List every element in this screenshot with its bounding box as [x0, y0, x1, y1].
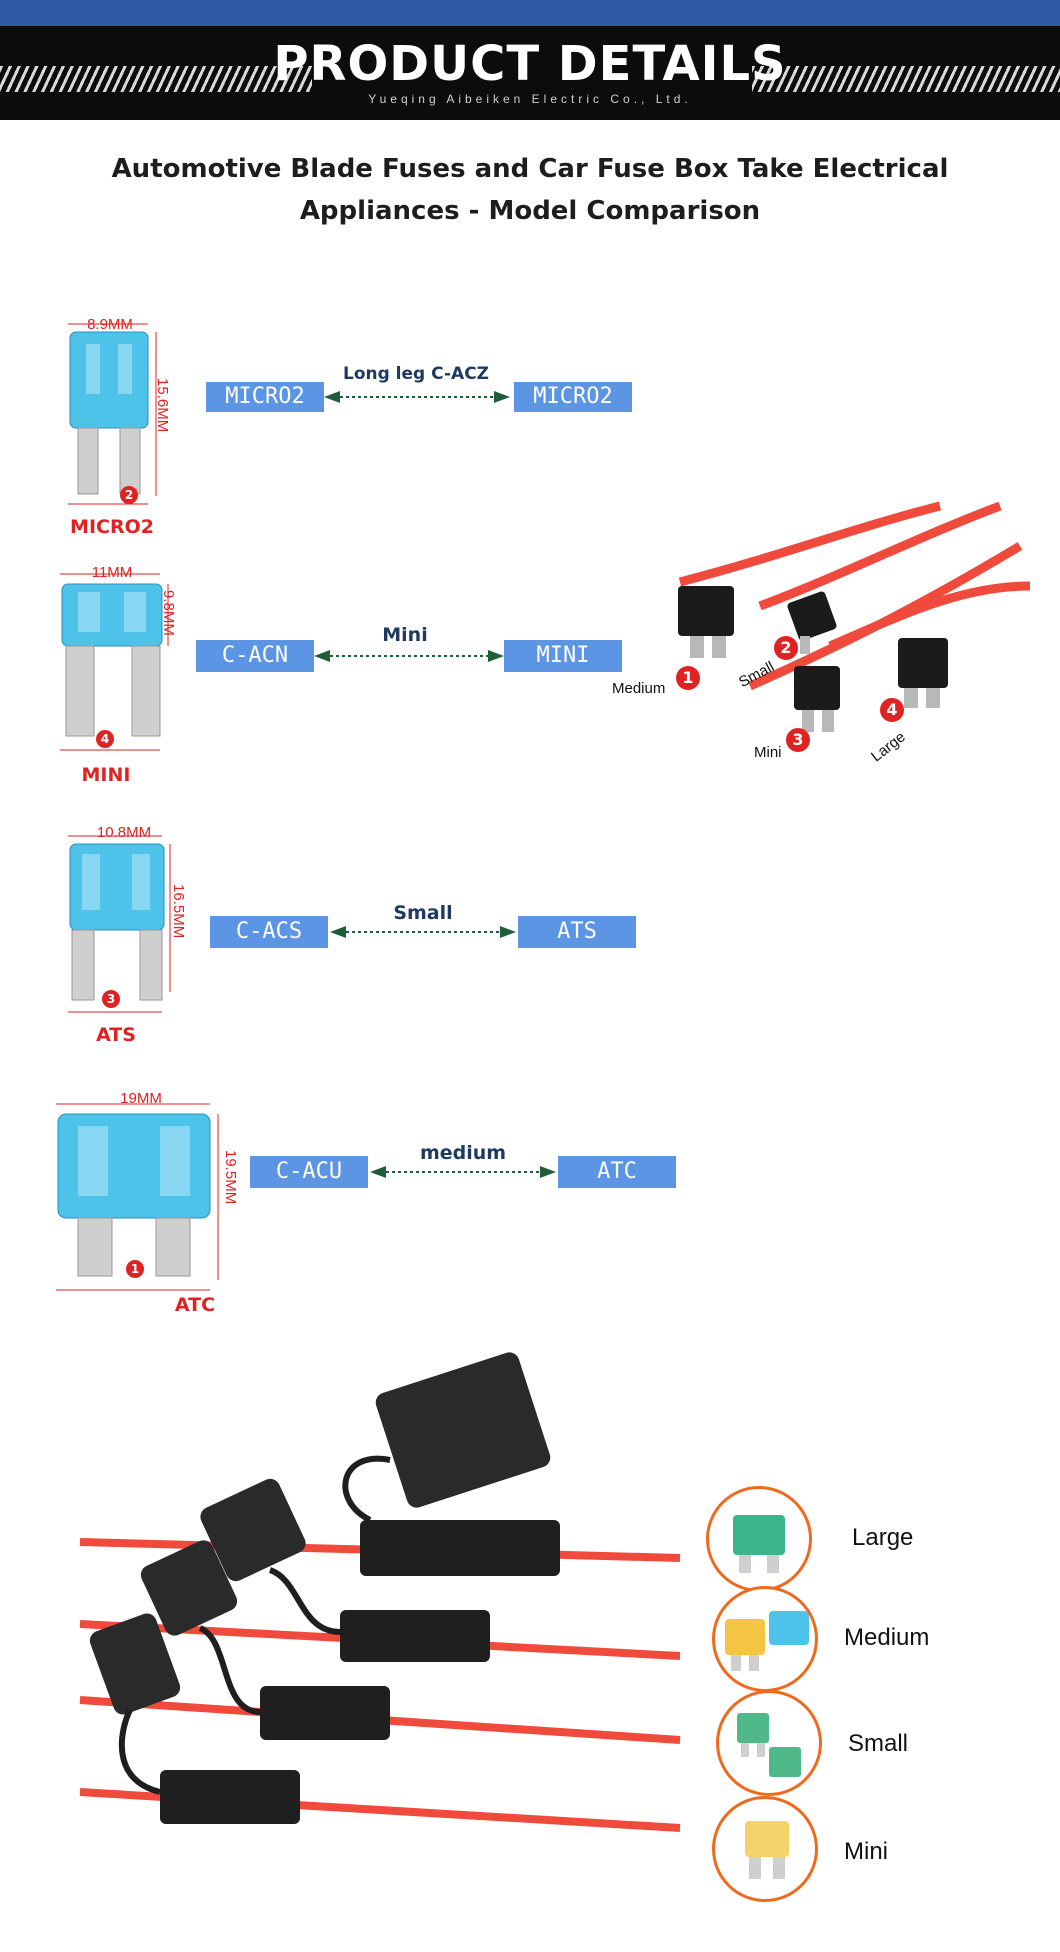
micro2-fuse-name: MICRO2 — [70, 516, 154, 538]
page-title-line-1: Automotive Blade Fuses and Car Fuse Box … — [111, 154, 949, 184]
micro2-height-dim: 15.6MM — [154, 378, 171, 433]
large-fuse-icon — [733, 1515, 785, 1573]
page-title-line-2: Appliances - Model Comparison — [299, 196, 761, 226]
atc-width-dim: 19MM — [120, 1090, 162, 1107]
ats-width-dim: 10.8MM — [96, 824, 152, 841]
adapters-illustration — [678, 501, 1031, 732]
mini-right-box: MINI — [504, 640, 622, 672]
ats-double-arrow — [330, 926, 516, 938]
micro2-connector-label: Long leg C-ACZ — [342, 364, 490, 384]
atc-fuse-drawing — [56, 1103, 219, 1291]
mini-fuse-name: MINI — [81, 764, 131, 786]
adapter-number-3: 3 — [786, 728, 810, 752]
ats-right-box: ATS — [518, 916, 636, 948]
holder-type-small-label: Small — [848, 1730, 909, 1757]
mini-height-dim: 9.8MM — [160, 590, 177, 636]
atc-right-box: ATC — [558, 1156, 676, 1188]
holder-type-large-circle — [706, 1486, 812, 1592]
mini-connector-label: Mini — [382, 624, 428, 646]
micro2-left-box: MICRO2 — [206, 382, 324, 412]
ats-number-badge: 3 — [102, 990, 120, 1008]
adapter-label-medium: Medium — [612, 680, 666, 697]
atc-connector-label: medium — [419, 1142, 507, 1164]
ats-connector-label: Small — [393, 902, 453, 924]
atc-height-dim: 19.5MM — [222, 1150, 239, 1205]
ats-height-dim: 16.5MM — [170, 884, 187, 939]
adapter-number-1: 1 — [676, 666, 700, 690]
micro2-width-dim: 8.9MM — [87, 316, 133, 333]
ats-left-box: C-ACS — [210, 916, 328, 948]
adapter-number-2: 2 — [774, 636, 798, 660]
ats-fuse-drawing — [68, 835, 171, 1013]
waterproof-fuse-holders-illustration — [79, 1352, 681, 1832]
holder-type-mini-circle — [712, 1796, 818, 1902]
holder-type-mini-label: Mini — [844, 1838, 889, 1865]
mini-width-dim: 11MM — [91, 564, 133, 581]
mini-left-box: C-ACN — [196, 640, 314, 672]
banner-subtitle: Yueqing Aibeiken Electric Co., Ltd. — [368, 92, 692, 106]
holder-type-large-label: Large — [852, 1524, 914, 1551]
micro2-double-arrow — [324, 391, 510, 403]
adapter-number-4: 4 — [880, 698, 904, 722]
atc-double-arrow — [370, 1166, 556, 1178]
micro2-number-badge: 2 — [120, 486, 138, 504]
mini-fuse-icon — [745, 1821, 789, 1879]
mini-number-badge: 4 — [96, 730, 114, 748]
banner-hatch-right — [752, 66, 1060, 92]
medium-fuse-icon — [725, 1611, 809, 1671]
atc-fuse-name: ATC — [174, 1294, 216, 1316]
banner-title: PRODUCT DETAILS — [273, 36, 787, 92]
ats-fuse-name: ATS — [96, 1024, 136, 1046]
atc-left-box: C-ACU — [250, 1156, 368, 1188]
micro2-right-box: MICRO2 — [514, 382, 632, 412]
holder-type-medium-circle — [712, 1586, 818, 1692]
adapter-label-mini: Mini — [754, 744, 782, 761]
small-fuse-icon — [737, 1713, 801, 1777]
mini-double-arrow — [314, 650, 504, 662]
banner-hatch-left — [0, 66, 312, 92]
holder-type-small-circle — [716, 1690, 822, 1796]
mini-fuse-drawing — [60, 573, 169, 751]
holder-type-medium-label: Medium — [844, 1624, 930, 1651]
top-blue-strip — [0, 0, 1060, 26]
micro2-fuse-drawing — [68, 323, 157, 505]
page-title: Automotive Blade Fuses and Car Fuse Box … — [80, 148, 980, 232]
header-banner: PRODUCT DETAILS Yueqing Aibeiken Electri… — [0, 26, 1060, 120]
atc-number-badge: 1 — [126, 1260, 144, 1278]
